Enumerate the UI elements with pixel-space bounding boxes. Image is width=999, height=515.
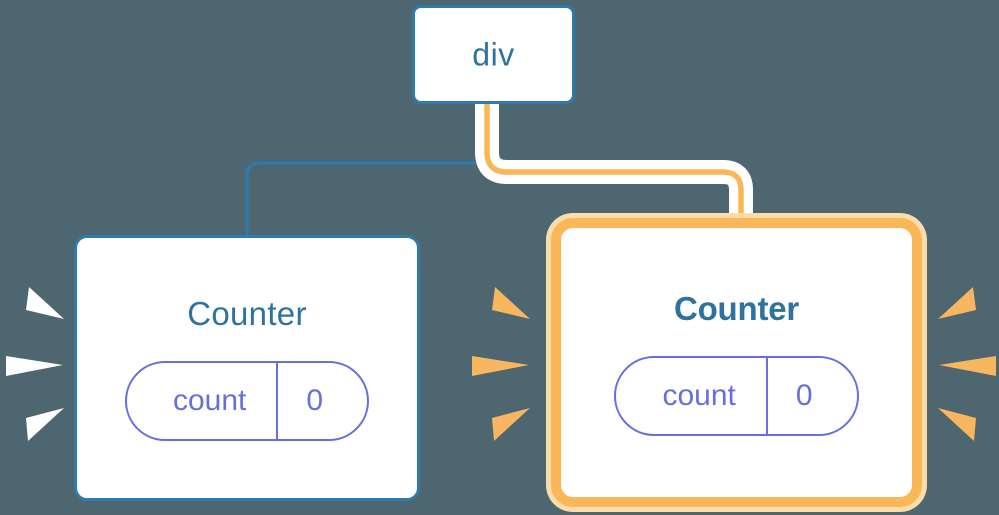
counter-node-right-body: Counter count 0 [561,228,912,497]
sparkle-wedge-middle [939,356,996,376]
sparkle-wedge-middle [472,356,529,376]
connector-div-to-left-counter [245,102,495,240]
counter-node-left-title: Counter [187,295,307,332]
sparkle-wedge-upper [938,287,976,319]
counter-node-right-state-pill: count 0 [614,355,859,436]
sparkle-group-left-counter-left [6,287,64,441]
sparkle-wedge-middle [6,356,63,376]
connector-highlight-halo [475,104,753,226]
connector-div-to-right-counter [484,104,744,226]
sparkle-group-right-counter-right [938,287,996,441]
counter-node-left-body: Counter count 0 [77,238,417,498]
state-key-label: count [662,378,736,412]
sparkle-wedge-lower [26,408,64,441]
sparkle-wedge-upper [492,287,530,319]
state-value-label: 0 [276,363,367,439]
div-node[interactable]: div [412,5,575,104]
counter-node-right[interactable]: Counter count 0 [551,218,922,507]
sparkle-wedge-upper [26,287,64,319]
state-value-label: 0 [765,357,857,434]
state-key-label: count [172,384,247,417]
div-node-label: div [472,36,515,72]
sparkle-wedge-lower [938,408,976,441]
sparkle-group-right-counter-left [472,287,530,441]
sparkle-wedge-lower [492,408,530,441]
counter-node-left-state-pill: count 0 [124,361,370,441]
counter-node-left[interactable]: Counter count 0 [74,235,420,501]
counter-node-right-title: Counter [673,289,800,327]
